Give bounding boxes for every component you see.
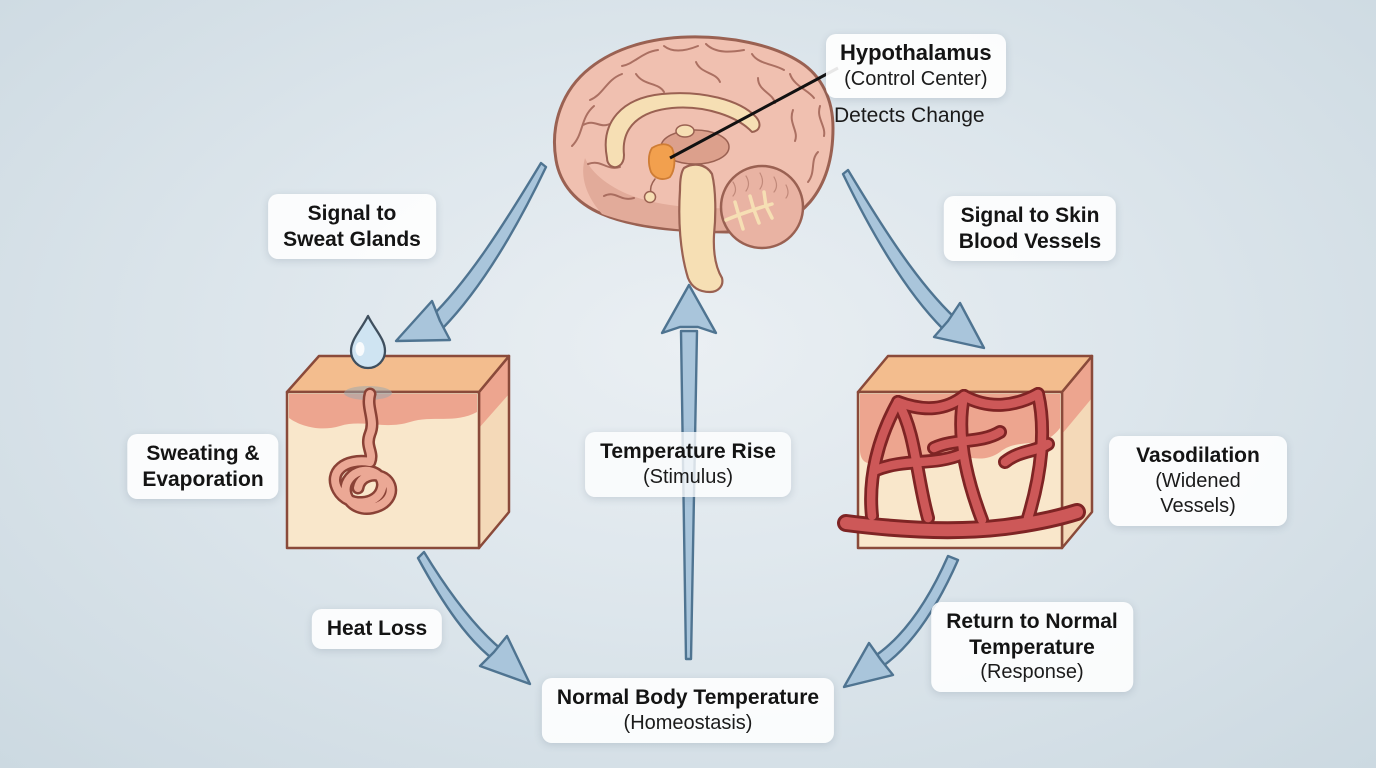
hypothalamus-subtitle: (Control Center) [844, 67, 988, 90]
skin-sweat-gland-illustration [285, 314, 511, 550]
vasodilation-title: Vasodilation [1136, 444, 1260, 467]
brain-gyri-lines [571, 43, 826, 200]
detects-change-text: Detects Change [834, 103, 985, 127]
heat-loss-text: Heat Loss [326, 617, 428, 640]
skin-blood-vessels-illustration [837, 354, 1094, 550]
vasodilation-subtitle: (Widened Vessels) [1155, 469, 1241, 517]
temperature-rise-subtitle: (Stimulus) [642, 465, 734, 488]
normal-body-temperature-label: Normal Body Temperature (Homeostasis) [541, 678, 835, 743]
normal-body-temperature-title: Normal Body Temperature [556, 686, 820, 709]
return-to-normal-title: Return to Normal Temperature [946, 610, 1118, 659]
signal-to-skin-vessels-text: Signal to Skin Blood Vessels [958, 204, 1102, 253]
signal-to-skin-vessels-arrow [841, 168, 986, 350]
heat-loss-arrow [416, 550, 532, 686]
hypothalamus-label: Hypothalamus (Control Center) [826, 34, 1006, 98]
sweat-gland [331, 390, 395, 513]
temperature-rise-label: Temperature Rise (Stimulus) [585, 432, 791, 497]
return-to-normal-subtitle: (Response) [980, 661, 1084, 684]
signal-to-skin-vessels-label: Signal to Skin Blood Vessels [943, 196, 1117, 262]
hypothalamus-title: Hypothalamus [840, 40, 992, 65]
signal-to-sweat-glands-arrow [394, 161, 548, 343]
brain-illustration [553, 35, 835, 294]
hypothalamus-pointer-line [669, 66, 839, 160]
sweating-evaporation-text: Sweating & Evaporation [142, 442, 264, 491]
vasodilation-label: Vasodilation (Widened Vessels) [1109, 436, 1287, 526]
water-droplet-icon [349, 314, 387, 370]
heat-loss-label: Heat Loss [311, 609, 443, 649]
hypothalamus-highlight [647, 143, 676, 180]
normal-body-temperature-subtitle: (Homeostasis) [623, 711, 753, 734]
signal-to-sweat-glands-label: Signal to Sweat Glands [268, 194, 436, 260]
signal-to-sweat-glands-text: Signal to Sweat Glands [283, 202, 421, 251]
return-to-normal-label: Return to Normal Temperature (Response) [931, 602, 1133, 693]
hypothalamus-label-group: Hypothalamus (Control Center) Detects Ch… [826, 34, 1036, 128]
sweating-evaporation-label: Sweating & Evaporation [127, 434, 279, 500]
blood-vessels [840, 389, 1083, 537]
temperature-rise-title: Temperature Rise [600, 440, 776, 463]
